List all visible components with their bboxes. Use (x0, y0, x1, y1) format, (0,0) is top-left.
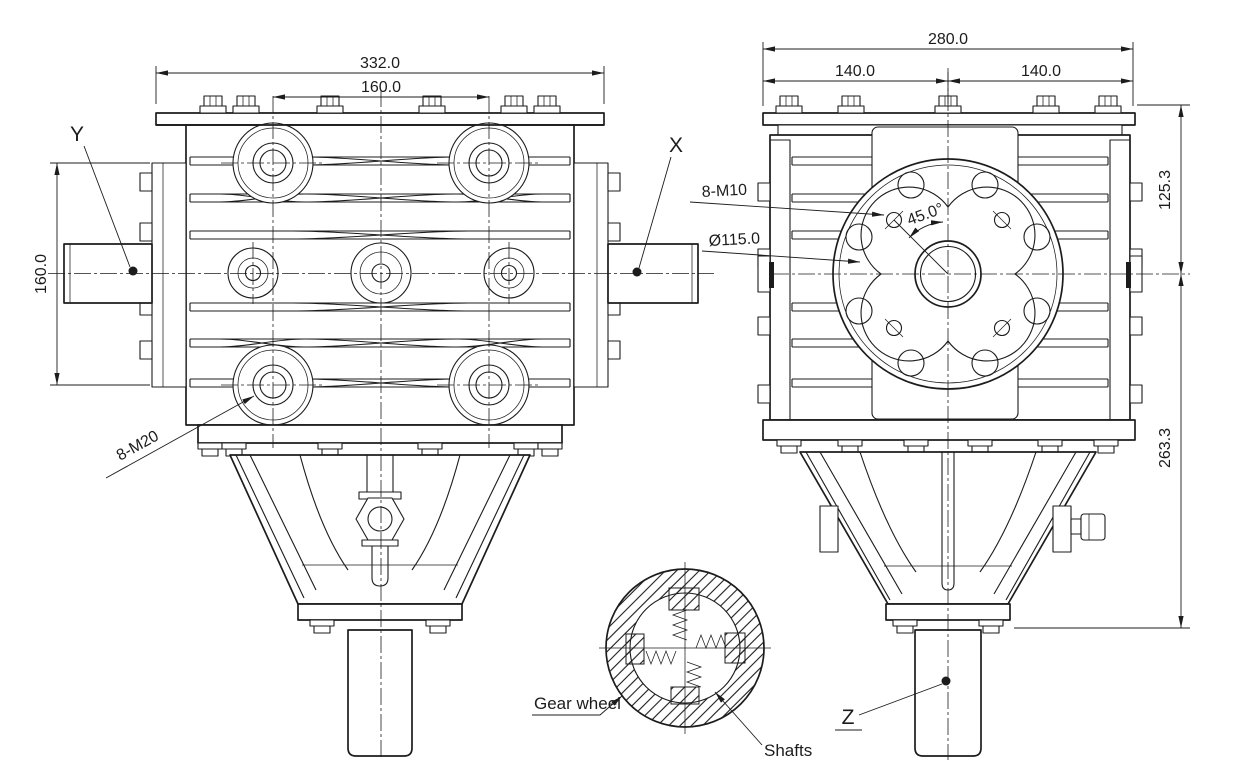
dim-side-axis-to-base: 263.3 (1014, 274, 1190, 629)
front-feet-bolts (197, 442, 563, 457)
side-bolt-circle-label: Ø115.0 (708, 230, 760, 250)
side-axis-z-label: Z (842, 706, 855, 729)
front-right-end-cap (573, 162, 621, 388)
side-stand-left-lug (819, 505, 839, 553)
shaft-sections (625, 587, 746, 705)
dim-side-half-width-left-label: 140.0 (835, 63, 875, 80)
dim-side-top-to-axis-label: 125.3 (1157, 170, 1174, 210)
side-thread-note: 8-M10 (689, 182, 885, 217)
front-view: 332.0 160.0 160.0 Y X 8-M20 (33, 55, 714, 760)
side-stand (799, 451, 1106, 605)
dim-front-hole-spacing-vertical-label: 160.0 (33, 254, 50, 294)
front-stand-flange (297, 603, 463, 621)
side-housing (757, 95, 1143, 757)
front-top-plate (155, 112, 605, 126)
dim-front-overall-width: 332.0 (155, 55, 605, 104)
shafts-label: Shafts (764, 741, 812, 760)
flange-bolt-holes (845, 171, 1051, 377)
side-axis-z-callout: Z (835, 676, 951, 731)
side-thread-note-label: 8-M10 (701, 182, 747, 201)
gear-wheel-label: Gear wheel (534, 694, 621, 713)
dim-side-overall-width: 280.0 (762, 31, 1134, 106)
dim-side-overall-width-label: 280.0 (928, 31, 968, 48)
front-axis-y-label: Y (70, 123, 84, 146)
front-stand (229, 454, 531, 605)
side-bolt-circle-note: Ø115.0 (701, 230, 861, 264)
side-center-lines (772, 68, 1190, 760)
dim-side-half-width-right-label: 140.0 (1021, 63, 1061, 80)
side-top-plate (762, 112, 1136, 126)
front-left-end-cap (139, 162, 187, 388)
dim-side-half-widths: 140.0 140.0 (763, 63, 1133, 104)
front-thread-note-label: 8-M20 (114, 428, 162, 465)
side-feet-bolts (776, 439, 1119, 454)
dim-front-hole-spacing-horizontal-label: 160.0 (361, 79, 401, 96)
side-top-bolts (775, 95, 1122, 114)
front-bottom-plate (197, 424, 563, 444)
detail-label-shafts: Shafts (714, 691, 812, 760)
front-axis-x-label: X (669, 134, 683, 157)
front-center-lines (48, 90, 714, 760)
front-axis-y-callout: Y (70, 123, 138, 276)
detail-view: Gear wheel Shafts (532, 562, 812, 760)
front-bottom-shaft (347, 629, 413, 757)
side-view: 280.0 140.0 140.0 125.3 263.3 8-M10 Ø115… (689, 31, 1190, 760)
side-drain-plug (1052, 505, 1106, 553)
gear-wheel-section-hatch (606, 569, 765, 727)
detail-label-gear-wheel: Gear wheel (532, 694, 623, 716)
dim-side-top-to-axis: 125.3 (1137, 104, 1190, 274)
dim-side-axis-to-base-label: 263.3 (1157, 428, 1174, 468)
side-bottom-plate (762, 419, 1136, 441)
dim-front-hole-spacing-vertical: 160.0 (33, 162, 150, 386)
dim-front-overall-width-label: 332.0 (360, 55, 400, 72)
flange-tapped-holes (884, 210, 1012, 338)
front-axis-x-callout: X (632, 134, 683, 277)
dim-front-hole-spacing-horizontal: 160.0 (273, 79, 489, 100)
front-top-bolts (199, 95, 561, 114)
